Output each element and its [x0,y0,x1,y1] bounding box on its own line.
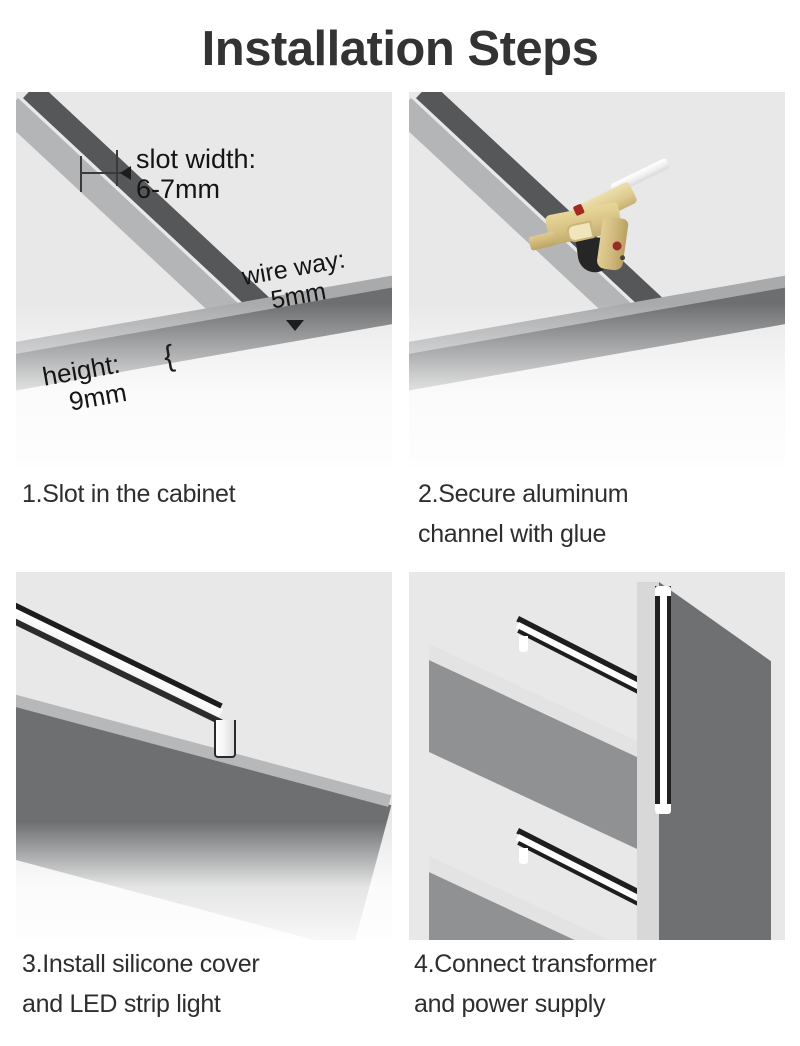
step-1-illustration: slot width:6-7mm wire way:5mm { height:9… [16,92,392,468]
step-3-caption-line-2: and LED strip light [22,990,221,1018]
glue-gun-icon [525,157,679,290]
lower-shelf-led-edge [517,841,644,909]
slot-width-arrow-icon [120,166,131,180]
glue-gun-nozzle [528,231,557,252]
floor-gradient [409,302,785,468]
vertical-board-edge [637,582,659,940]
upper-shelf-led-endcap [519,636,528,652]
silicone-cover-scene [16,572,392,940]
slot-width-extension-line-2 [116,150,118,186]
step-3-illustration [16,572,392,940]
slot-width-label: slot width: [136,144,257,174]
glue-application-scene [409,92,785,468]
slot-width-extension-line-1 [80,156,82,192]
slot-width-dimension-line [80,172,124,174]
shelves-and-board-scene [409,572,785,940]
floor-gradient [16,302,392,468]
upper-shelf-led-shadow [516,616,644,685]
vertical-led-top-cap [655,586,671,596]
step-2-caption-line-1: 2.Secure aluminum [418,480,629,508]
vertical-board-face [659,582,771,940]
lower-shelf-led-endcap [519,848,528,864]
page-title: Installation Steps [201,22,599,76]
step-2-caption: 2.Secure aluminum channel with glue [418,474,798,554]
upper-shelf-led-strip [515,622,644,692]
step-3-caption: 3.Install silicone cover and LED strip l… [22,944,408,1024]
upper-shelf-underside [429,660,649,855]
step-4-caption-line-2: and power supply [414,990,606,1018]
vertical-led-bottom-cap [655,804,671,814]
glue-gun-screw [619,255,626,261]
slot-width-value: 6-7mm [136,174,221,205]
lower-shelf-led-strip [515,834,644,904]
vertical-led-strip [660,586,667,812]
silicone-cover-end-cap [214,720,236,758]
vertical-led-shadow [655,586,660,812]
floor-gradient [16,822,392,940]
cabinet-corner-scene: slot width:6-7mm wire way:5mm { height:9… [16,92,392,468]
step-4-caption: 4.Connect transformer and power supply [414,944,800,1024]
wire-way-arrow-icon [286,320,304,331]
step-4-illustration [409,572,785,940]
vertical-led-edge [667,586,671,812]
step-3-caption-line-1: 3.Install silicone cover [22,950,260,978]
step-2-illustration [409,92,785,468]
upper-shelf-led-edge [517,629,644,697]
slot-width-annotation: slot width:6-7mm [136,144,256,204]
step-4-caption-line-1: 4.Connect transformer [414,950,657,978]
step-1-caption: 1.Slot in the cabinet [22,480,236,508]
step-2-caption-line-2: channel with glue [418,520,607,548]
